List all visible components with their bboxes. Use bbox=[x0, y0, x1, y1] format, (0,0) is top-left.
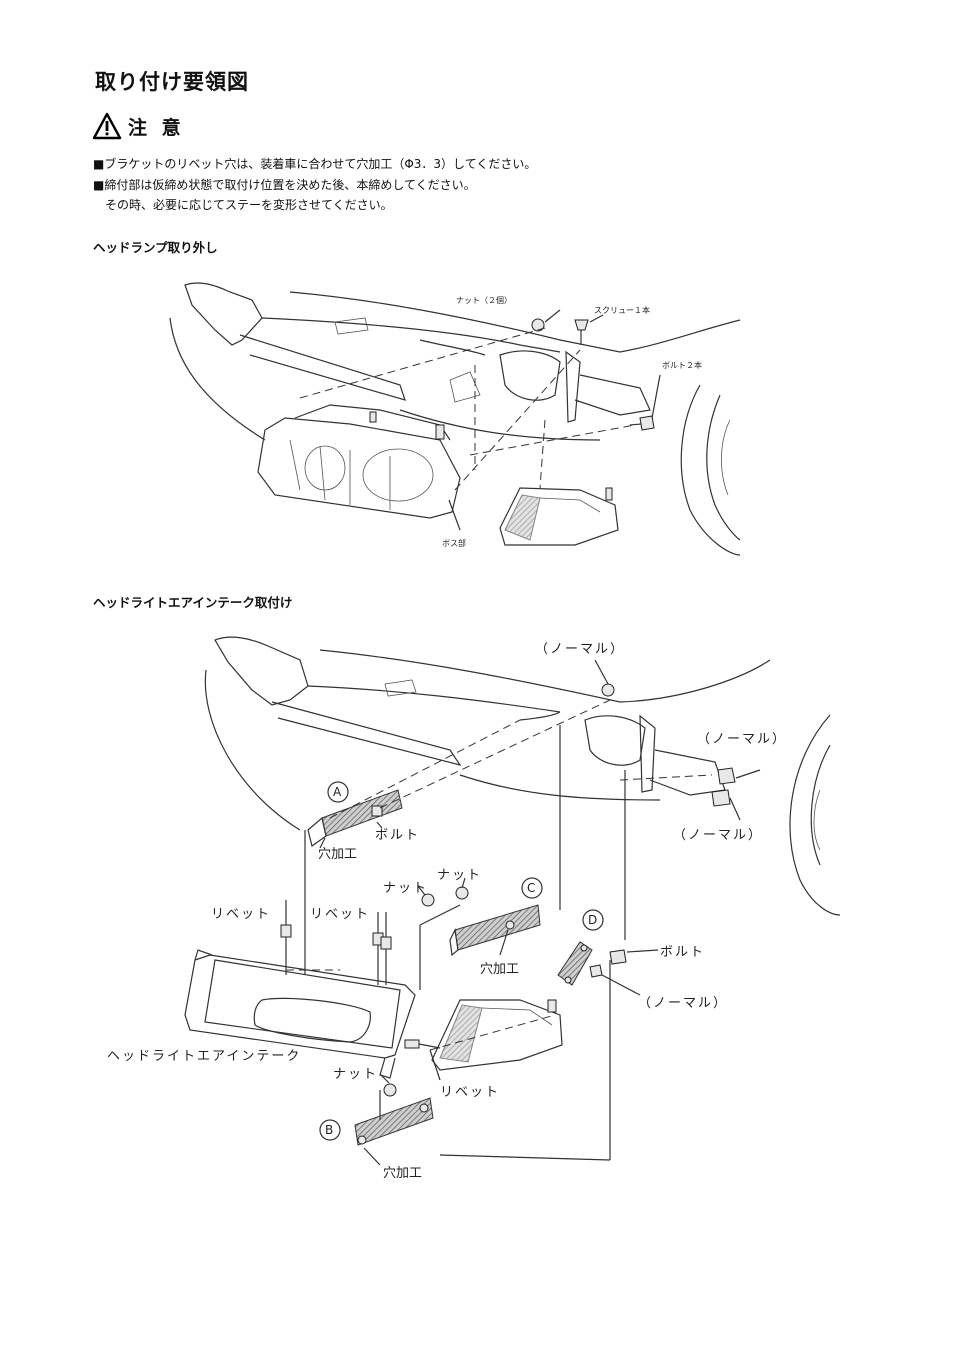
nut-icon bbox=[531, 318, 545, 332]
label-nut-b: ナット bbox=[333, 1067, 379, 1082]
section-intake-install-heading: ヘッドライトエアインテーク取付け bbox=[93, 595, 293, 610]
bolt-icon bbox=[639, 415, 655, 431]
caution-label: 注 意 bbox=[128, 116, 185, 139]
marker-b: B bbox=[325, 1123, 334, 1137]
bracket-a bbox=[307, 789, 403, 848]
label-air-intake: ヘッドライトエアインテーク bbox=[107, 1049, 302, 1064]
note-rivet-hole: ■ブラケットのリベット穴は、装着車に合わせて穴加工（Φ3．3）してください。 bbox=[93, 157, 537, 171]
label-hole-c: 穴加工 bbox=[480, 962, 520, 977]
label-boss: ボス部 bbox=[442, 539, 466, 548]
label-bolt-2pcs: ボルト２本 bbox=[662, 361, 702, 370]
label-hole-a: 穴加工 bbox=[318, 847, 358, 862]
label-normal-right-1: （ノーマル） bbox=[697, 732, 788, 747]
bracket-d bbox=[557, 941, 593, 986]
marker-a: A bbox=[333, 785, 342, 799]
label-rivet-2: リベット bbox=[310, 907, 371, 922]
circle-markers-2 bbox=[319, 781, 604, 1141]
headlamp-unit-1 bbox=[257, 404, 461, 519]
caution-heading: 注 意 bbox=[92, 112, 185, 140]
page-title: 取り付け要領図 bbox=[95, 70, 249, 94]
bracket-b bbox=[354, 1097, 434, 1146]
corner-lamp-1 bbox=[499, 487, 619, 546]
label-rivet-b: リベット bbox=[440, 1085, 501, 1100]
section-headlamp-removal-heading: ヘッドランプ取り外し bbox=[93, 240, 218, 255]
label-normal-top: （ノーマル） bbox=[535, 642, 626, 657]
dashed-guides-1 bbox=[299, 327, 636, 491]
screw-icon bbox=[574, 319, 589, 331]
note-tightening: ■締付部は仮締め状態で取付け位置を決めた後、本締めしてください。 bbox=[93, 178, 476, 192]
marker-d: D bbox=[588, 913, 598, 927]
note-deform-stay: その時、必要に応じてステーを変形させてください。 bbox=[93, 198, 393, 212]
marker-c: C bbox=[527, 881, 536, 895]
label-nut-2: ナット bbox=[437, 868, 483, 883]
label-bolt-d: ボルト bbox=[660, 945, 706, 960]
warning-triangle-icon bbox=[92, 112, 122, 140]
label-screw-1pc: スクリュー１本 bbox=[594, 306, 650, 315]
air-intake-part bbox=[184, 949, 416, 1079]
label-normal-d: （ノーマル） bbox=[638, 996, 729, 1011]
car-front-sketch-2 bbox=[204, 636, 841, 916]
label-nut-1: ナット bbox=[383, 881, 429, 896]
label-rivet-1: リベット bbox=[211, 907, 272, 922]
label-hole-b: 穴加工 bbox=[383, 1166, 423, 1181]
label-nut-2pcs: ナット（２個） bbox=[456, 296, 512, 305]
label-normal-right-2: （ノーマル） bbox=[673, 828, 764, 843]
car-front-sketch-1 bbox=[169, 282, 741, 556]
assembly-guides-2 bbox=[286, 699, 713, 1161]
corner-lamp-2 bbox=[431, 999, 563, 1071]
fasteners-2 bbox=[280, 683, 736, 1097]
leader-lines-2 bbox=[319, 659, 761, 1166]
bracket-c bbox=[449, 904, 541, 957]
label-bolt-a: ボルト bbox=[375, 828, 421, 843]
fasteners-1 bbox=[448, 309, 661, 531]
